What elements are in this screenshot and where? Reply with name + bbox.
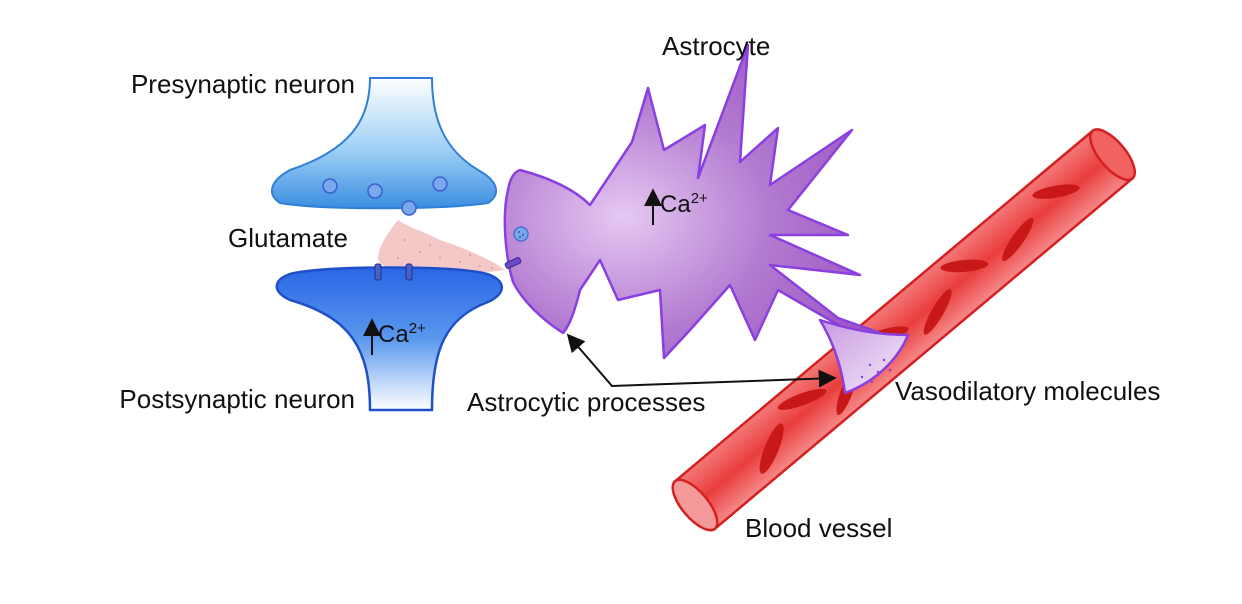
synaptic-vesicles bbox=[322, 176, 448, 216]
svg-text:Ca2+: Ca2+ bbox=[378, 320, 426, 348]
label-glutamate: Glutamate bbox=[228, 223, 348, 253]
astrocyte-receptor bbox=[504, 257, 522, 269]
label-astrocyte: Astrocyte bbox=[662, 31, 770, 61]
label-postsynaptic-neuron: Postsynaptic neuron bbox=[119, 384, 355, 414]
label-vasodilatory-molecules: Vasodilatory molecules bbox=[895, 376, 1160, 406]
label-presynaptic-neuron: Presynaptic neuron bbox=[131, 69, 355, 99]
calcium-label-astrocyte: Ca2+ bbox=[644, 188, 708, 225]
postsynaptic-neuron bbox=[275, 263, 504, 412]
blood-vessel bbox=[671, 128, 1137, 532]
vasodilatory-dots bbox=[860, 358, 892, 384]
astrocyte bbox=[503, 43, 910, 395]
astrocyte-body bbox=[503, 43, 902, 360]
label-astrocytic-processes: Astrocytic processes bbox=[467, 387, 705, 417]
glutamate-cloud bbox=[378, 220, 505, 273]
astrocyte-vesicle bbox=[513, 226, 529, 242]
postsynaptic-receptors bbox=[374, 263, 413, 281]
svg-text:Ca2+: Ca2+ bbox=[660, 190, 708, 218]
label-blood-vessel: Blood vessel bbox=[745, 513, 892, 543]
presynaptic-neuron bbox=[271, 77, 497, 216]
astrocytic-processes-arrow bbox=[566, 333, 837, 388]
astrocytic-endfoot bbox=[818, 318, 910, 395]
calcium-label-postsynaptic: Ca2+ bbox=[363, 318, 426, 355]
